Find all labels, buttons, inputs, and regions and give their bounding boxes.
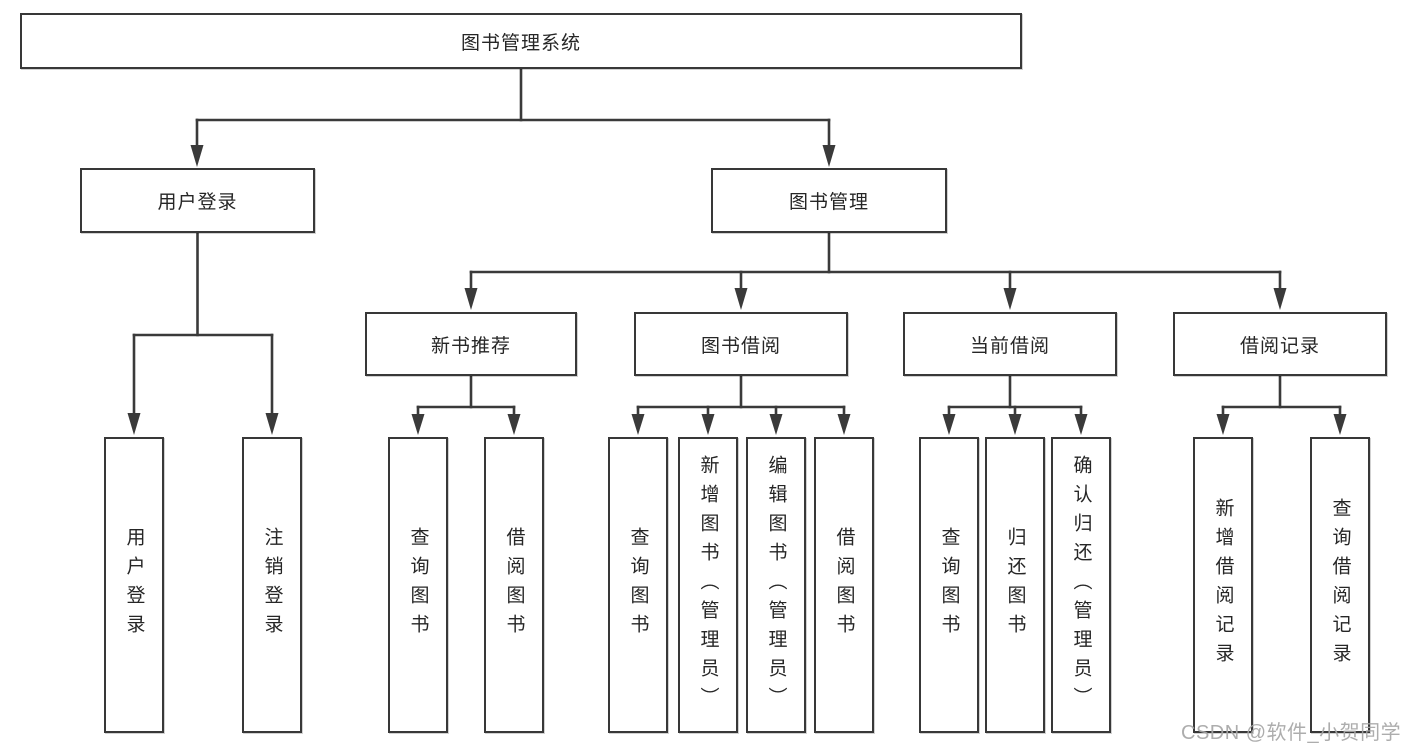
node-label: 新书推荐 <box>430 335 511 357</box>
node-label: 新增图书（管理员） <box>697 454 719 716</box>
node-label: 图书管理 <box>788 192 869 213</box>
leaf-recommend-query-books: 查询图书 <box>388 437 448 733</box>
node-label: 确认归还（管理员） <box>1070 454 1092 716</box>
node-new-book-recommend: 新书推荐 <box>365 312 577 376</box>
node-label: 新增借阅记录 <box>1212 498 1234 672</box>
node-label: 查询图书 <box>938 527 960 643</box>
node-label: 用户登录 <box>157 192 238 213</box>
node-label: 查询图书 <box>627 527 649 643</box>
node-root-system: 图书管理系统 <box>20 13 1022 69</box>
node-label: 查询图书 <box>407 527 429 643</box>
leaf-edit-books-admin: 编辑图书（管理员） <box>746 437 806 733</box>
node-label: 注销登录 <box>261 527 283 643</box>
leaf-add-books-admin: 新增图书（管理员） <box>678 437 738 733</box>
leaf-return-books: 归还图书 <box>985 437 1045 733</box>
node-book-borrow: 图书借阅 <box>634 312 848 376</box>
node-borrow-records: 借阅记录 <box>1173 312 1387 376</box>
node-label: 借阅图书 <box>503 527 525 643</box>
node-label: 归还图书 <box>1004 527 1026 643</box>
node-book-management-module: 图书管理 <box>711 168 947 233</box>
leaf-current-query-books: 查询图书 <box>919 437 979 733</box>
leaf-confirm-return-admin: 确认归还（管理员） <box>1051 437 1111 733</box>
node-label: 编辑图书（管理员） <box>765 454 787 716</box>
node-current-borrow: 当前借阅 <box>903 312 1117 376</box>
node-label: 借阅记录 <box>1239 335 1320 357</box>
leaf-logout: 注销登录 <box>242 437 302 733</box>
leaf-add-borrow-record: 新增借阅记录 <box>1193 437 1253 733</box>
leaf-user-login: 用户登录 <box>104 437 164 733</box>
node-label: 用户登录 <box>123 527 145 643</box>
node-label: 当前借阅 <box>969 335 1050 357</box>
leaf-query-borrow-record: 查询借阅记录 <box>1310 437 1370 733</box>
leaf-recommend-borrow-books: 借阅图书 <box>484 437 544 733</box>
leaf-borrow-query-books: 查询图书 <box>608 437 668 733</box>
csdn-watermark: CSDN @软件_小贺同学 <box>1181 722 1402 744</box>
node-label: 查询借阅记录 <box>1329 498 1351 672</box>
node-label: 图书管理系统 <box>460 32 581 54</box>
node-label: 借阅图书 <box>833 527 855 643</box>
leaf-borrow-books: 借阅图书 <box>814 437 874 733</box>
node-user-login-module: 用户登录 <box>80 168 315 233</box>
node-label: 图书借阅 <box>700 335 781 357</box>
